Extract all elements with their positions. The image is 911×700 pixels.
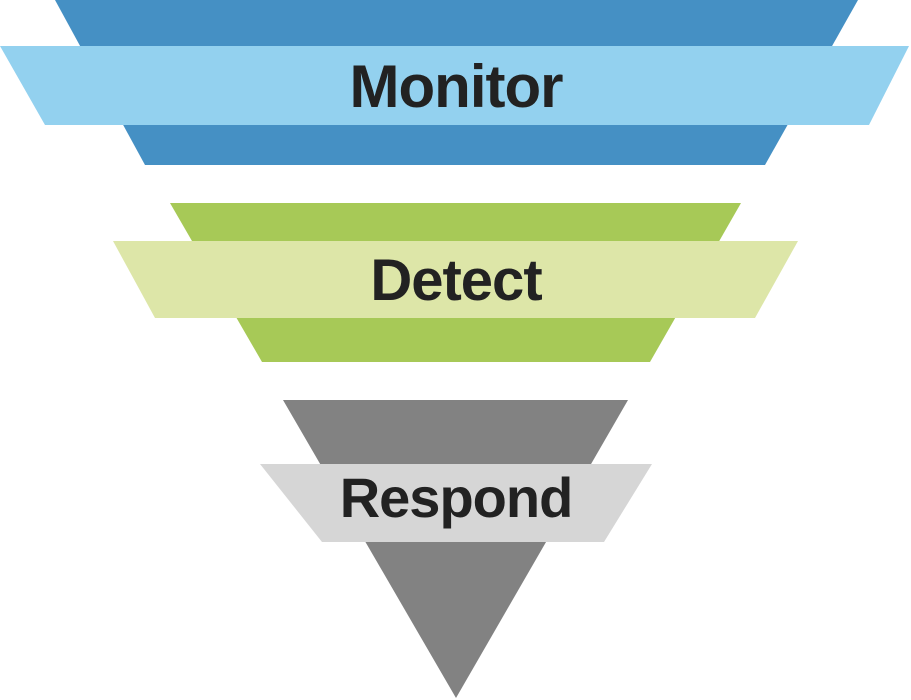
detect-label: Detect — [370, 248, 542, 313]
monitor-label: Monitor — [350, 53, 564, 120]
stage-detect: Detect — [113, 203, 798, 362]
stage-monitor: Monitor — [0, 0, 909, 165]
stage-respond: Respond — [260, 400, 652, 698]
respond-funnel-band — [283, 400, 628, 698]
detect-label-band — [113, 241, 798, 318]
respond-label: Respond — [340, 466, 573, 529]
monitor-label-band — [0, 46, 909, 125]
respond-label-band — [260, 464, 652, 542]
